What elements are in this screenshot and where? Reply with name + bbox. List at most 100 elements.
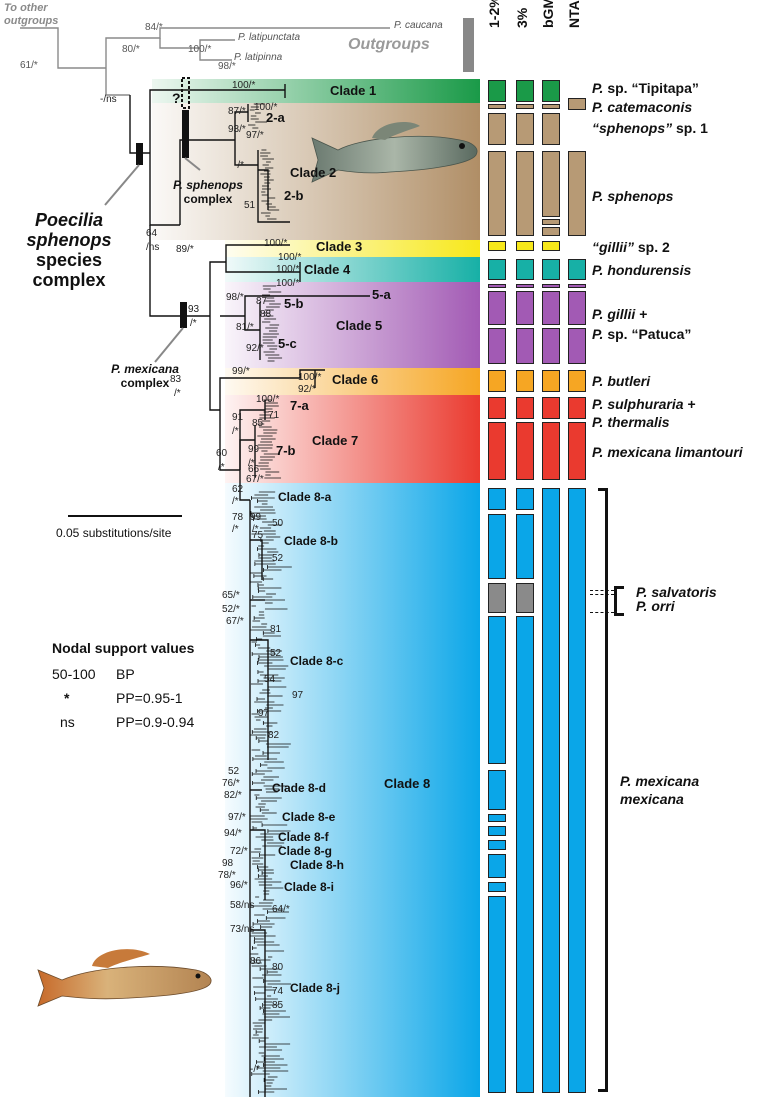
- clade-4-label: Clade 4: [304, 262, 351, 277]
- support-value: 61/*: [20, 60, 38, 71]
- delimitation-bar: [516, 583, 534, 613]
- delimitation-bar: [516, 151, 534, 236]
- support-value: 74: [272, 986, 284, 997]
- support-value: 58/ns: [230, 900, 255, 911]
- delimitation-bar: [488, 826, 506, 836]
- delimitation-bar: [488, 840, 506, 850]
- delimitation-bar: [568, 151, 586, 236]
- support-value: -/*: [234, 160, 244, 171]
- support-value: 100/*: [254, 102, 278, 113]
- support-value: 100/*: [264, 238, 288, 249]
- support-value: 97/*: [228, 812, 246, 823]
- support-value: /*: [174, 388, 181, 399]
- species-sphenops: P. sphenops: [592, 188, 674, 204]
- support-value: 100/*: [188, 44, 212, 55]
- support-value: 100/*: [276, 278, 300, 289]
- delimitation-bar: [542, 284, 560, 288]
- delimitation-bar: [488, 104, 506, 109]
- delimitation-bar: [542, 397, 560, 419]
- delimitation-bar: [488, 370, 506, 392]
- clade-8-band: [225, 483, 480, 1097]
- support-value: 52: [228, 766, 240, 777]
- column-header-3: 3%: [514, 7, 530, 28]
- clade-7-label: Clade 7: [312, 433, 359, 448]
- species-caucana: P. caucana: [394, 20, 443, 31]
- support-value: 92/*: [298, 384, 316, 395]
- delimitation-bar: [542, 291, 560, 325]
- support-value: /ns: [146, 242, 160, 253]
- delimitation-bar: [488, 896, 506, 1093]
- delimitation-bar: [516, 616, 534, 1093]
- support-value: /*: [190, 318, 197, 329]
- subclade-5c: 5-c: [278, 336, 297, 351]
- delimitation-bar: [568, 259, 586, 280]
- delimitation-bar: [542, 259, 560, 280]
- delimitation-bar: [568, 291, 586, 325]
- clade-3-label: Clade 3: [316, 239, 363, 254]
- delimitation-bar: [542, 219, 560, 225]
- delimitation-bar: [488, 291, 506, 325]
- delimitation-bar: [568, 370, 586, 392]
- support-value: 65/*: [222, 590, 240, 601]
- legend-val-ns: PP=0.9-0.94: [116, 714, 195, 730]
- support-value: -/*: [250, 1064, 260, 1075]
- bracket-line: [614, 613, 624, 616]
- support-value: 73/ns: [230, 924, 255, 935]
- support-value: 67/*: [246, 474, 264, 485]
- species-orri: P. orri: [636, 598, 675, 614]
- support-value: 75: [252, 530, 264, 541]
- delimitation-bar: [542, 328, 560, 364]
- delimitation-bar: [542, 227, 560, 236]
- support-value: 87: [256, 296, 268, 307]
- clade-3-band: [225, 240, 480, 257]
- support-value: 91: [232, 412, 244, 423]
- delimitation-bar: [488, 583, 506, 613]
- subclade-8g: Clade 8-g: [278, 844, 333, 858]
- legend-key-bp: 50-100: [52, 666, 96, 682]
- column-header-bgmyc: bGMYC: [540, 0, 556, 28]
- delimitation-bar: [542, 151, 560, 217]
- delimitation-bar: [542, 241, 560, 251]
- support-value: 86: [250, 956, 262, 967]
- support-value: /*: [248, 458, 255, 469]
- support-value: 64: [146, 228, 158, 239]
- delimitation-bar: [488, 514, 506, 579]
- support-value: 67/*: [226, 616, 244, 627]
- support-value: 85: [252, 418, 264, 429]
- delimitation-bar: [488, 616, 506, 764]
- delimitation-bar: [568, 98, 586, 110]
- support-value: 51: [244, 200, 256, 211]
- support-value: /*: [232, 426, 239, 437]
- clade-8-label: Clade 8: [384, 776, 431, 791]
- delimitation-bar: [516, 284, 534, 288]
- dashed-bracket-line: [590, 590, 614, 593]
- delimitation-bar: [516, 104, 534, 109]
- subclade-7b: 7-b: [276, 443, 296, 458]
- subclade-8f: Clade 8-f: [278, 830, 329, 844]
- subclade-8j: Clade 8-j: [290, 981, 341, 995]
- support-value: -/ns: [100, 94, 117, 105]
- support-value: 81: [270, 624, 282, 635]
- dashed-bracket-line: [590, 612, 614, 615]
- delimitation-bar: [516, 328, 534, 364]
- legend-val-bp: BP: [116, 666, 135, 682]
- support-value: 100/*: [232, 80, 256, 91]
- support-value: 98: [222, 858, 234, 869]
- delimitation-bar: [516, 488, 534, 510]
- delimitation-bar: [516, 514, 534, 579]
- support-value: 62: [232, 484, 244, 495]
- delimitation-bar: [488, 259, 506, 280]
- support-value: 97/*: [246, 130, 264, 141]
- delimitation-bar: [516, 113, 534, 145]
- subclade-8d: Clade 8-d: [272, 781, 327, 795]
- delimitation-bar: [542, 80, 560, 102]
- subclade-8i: Clade 8-i: [284, 880, 335, 894]
- subclade-8a: Clade 8-a: [278, 490, 332, 504]
- support-value: 89/*: [176, 244, 194, 255]
- delimitation-bar: [568, 488, 586, 1093]
- dashed-bracket-line: [590, 594, 614, 597]
- support-value: 80/*: [122, 44, 140, 55]
